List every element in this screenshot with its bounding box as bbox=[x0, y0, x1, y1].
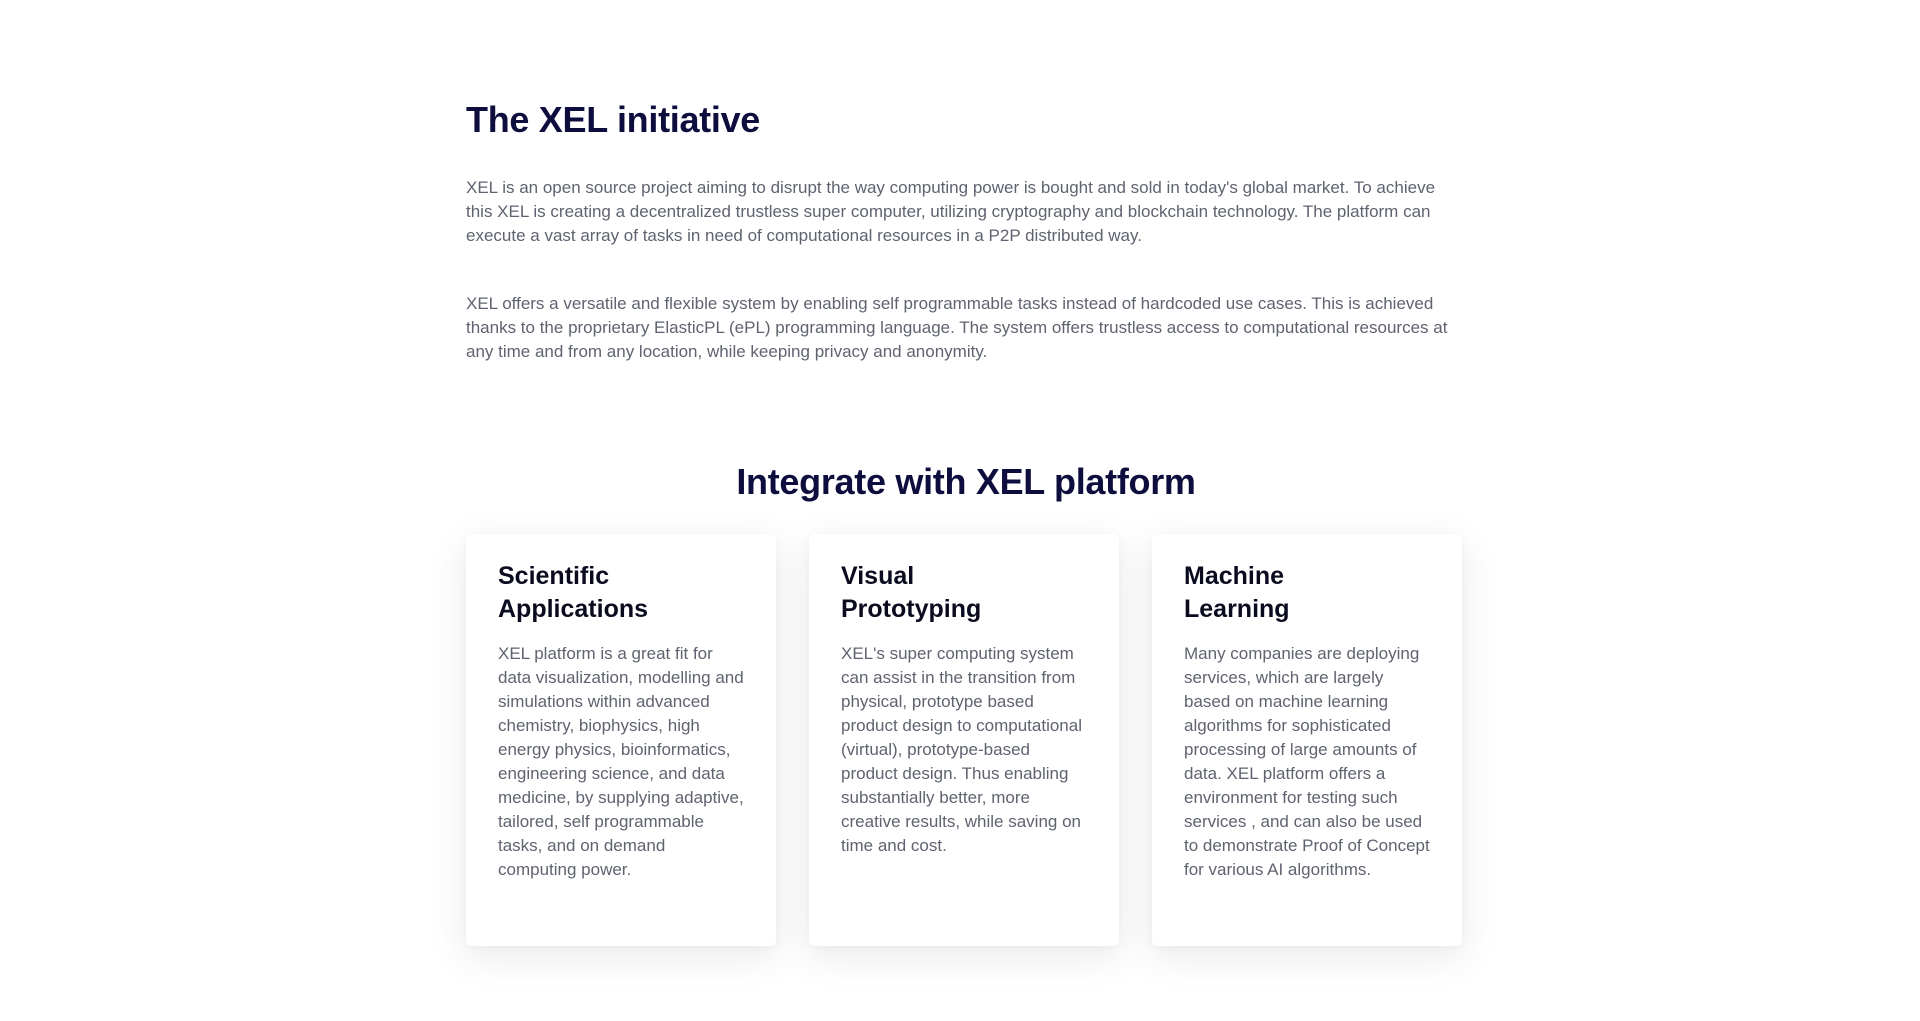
use-case-cards: Scientific Applications XEL platform is … bbox=[466, 534, 1466, 946]
card-machine-learning: Machine Learning Many companies are depl… bbox=[1152, 534, 1462, 946]
card-title: Scientific Applications bbox=[498, 562, 649, 623]
card-visual-prototyping: Visual Prototyping XEL's super computing… bbox=[809, 534, 1119, 946]
section-title: Integrate with XEL platform bbox=[736, 461, 1196, 502]
page-title: The XEL initiative bbox=[466, 99, 761, 140]
card-description: Many companies are deploying services, w… bbox=[1184, 644, 1430, 879]
card-scientific-applications: Scientific Applications XEL platform is … bbox=[466, 534, 776, 946]
card-title: Visual Prototyping bbox=[841, 562, 982, 623]
card-description: XEL's super computing system can assist … bbox=[841, 644, 1082, 855]
card-description: XEL platform is a great fit for data vis… bbox=[498, 644, 744, 879]
intro-paragraph: XEL is an open source project aiming to … bbox=[466, 178, 1436, 245]
features-paragraph: XEL offers a versatile and flexible syst… bbox=[466, 294, 1448, 361]
card-title: Machine Learning bbox=[1184, 562, 1290, 623]
